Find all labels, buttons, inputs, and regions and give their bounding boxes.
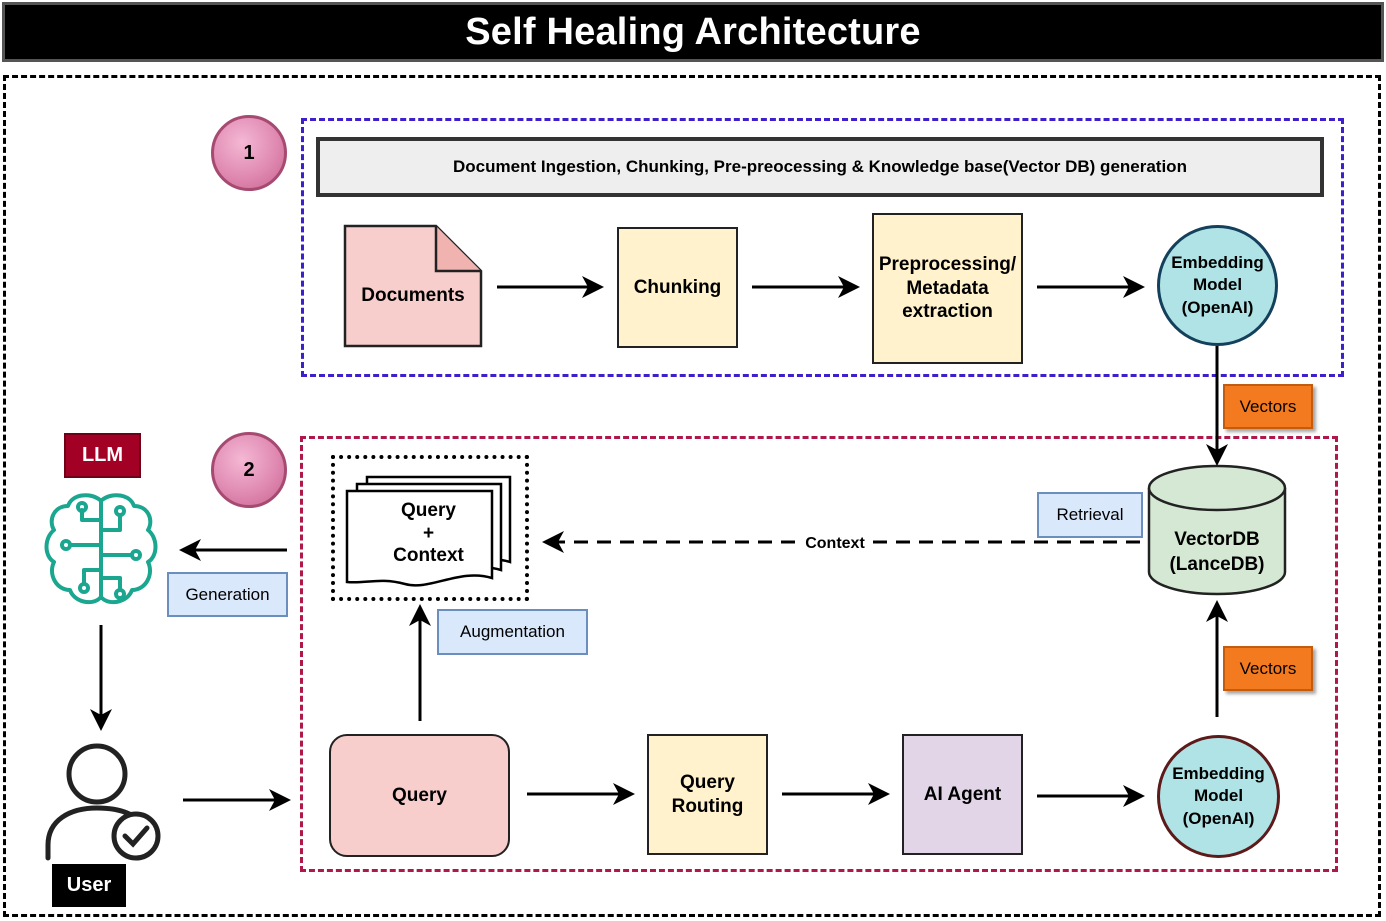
outer-frame: [3, 75, 1381, 917]
llm-label-text: LLM: [81, 444, 124, 466]
vectors-tag-top-label: Vectors: [1239, 396, 1297, 416]
user-label-text: User: [66, 874, 112, 896]
section2-badge-number: 2: [243, 458, 255, 481]
section2-badge: 2: [211, 432, 287, 508]
embedding-model-top: Embedding Model (OpenAI): [1157, 225, 1278, 346]
embedding-top-line1: Embedding: [1171, 253, 1264, 273]
documents-node: Documents: [345, 266, 481, 326]
generation-tag: Generation: [167, 572, 288, 617]
section2-frame: [300, 436, 1338, 872]
ingestion-banner-text: Document Ingestion, Chunking, Pre-preoce…: [453, 157, 1187, 176]
section1-frame: [301, 118, 1344, 377]
vectors-tag-top: Vectors: [1223, 384, 1313, 429]
preprocessing-label-line1: Preprocessing/: [878, 253, 1017, 275]
vectordb-label-line1: VectorDB: [1174, 529, 1260, 551]
ai-agent-node: AI Agent: [902, 734, 1023, 855]
retrieval-label: Retrieval: [1056, 505, 1124, 524]
augmentation-label: Augmentation: [460, 622, 565, 641]
documents-label: Documents: [361, 285, 465, 306]
retrieval-tag: Retrieval: [1037, 492, 1143, 538]
ingestion-banner: Document Ingestion, Chunking, Pre-preoce…: [316, 137, 1324, 197]
documents-shape: [343, 224, 483, 348]
llm-label: LLM: [64, 433, 141, 478]
vectors-tag-bottom: Vectors: [1223, 646, 1313, 691]
section1-badge-number: 1: [243, 141, 255, 164]
embedding-bottom-line2: Model: [1193, 786, 1244, 806]
embedding-bottom-line3: (OpenAI): [1182, 808, 1255, 828]
query-context-line3: Context: [393, 545, 464, 567]
query-routing-line2: Routing: [671, 795, 744, 817]
preprocessing-label-line3: extraction: [902, 301, 993, 323]
query-context-line2: +: [422, 522, 435, 544]
user-label: User: [52, 864, 126, 907]
section1-badge: 1: [211, 115, 287, 191]
query-routing-line1: Query: [680, 771, 735, 793]
vectors-tag-bottom-label: Vectors: [1239, 658, 1297, 678]
ai-agent-label: AI Agent: [923, 783, 1002, 805]
context-label: Context: [800, 534, 870, 554]
embedding-top-line2: Model: [1192, 275, 1243, 295]
query-context-node: Query + Context: [347, 494, 510, 574]
title-bar: Self Healing Architecture: [2, 2, 1384, 62]
query-node: Query: [329, 734, 510, 857]
embedding-model-bottom: Embedding Model (OpenAI): [1157, 735, 1280, 858]
query-context-line1: Query: [401, 499, 456, 521]
vectordb-label-line2: (LanceDB): [1169, 554, 1265, 575]
preprocessing-label-line2: Metadata: [906, 277, 989, 299]
database-cylinder-icon: [1147, 464, 1287, 596]
query-context-frame: [331, 455, 529, 601]
brain-circuit-icon: [44, 493, 158, 605]
page-title: Self Healing Architecture: [465, 10, 921, 53]
augmentation-tag: Augmentation: [437, 609, 588, 655]
user-check-icon: [45, 743, 161, 861]
vectordb-node: VectorDB (LanceDB): [1149, 512, 1285, 594]
chunking-node: Chunking: [617, 227, 738, 348]
context-label-text: Context: [805, 535, 865, 552]
generation-label: Generation: [185, 584, 270, 604]
preprocessing-node: Preprocessing/ Metadata extraction: [872, 213, 1023, 364]
chunking-label: Chunking: [633, 276, 722, 298]
query-routing-node: Query Routing: [647, 734, 768, 855]
stacked-documents-icon: [345, 475, 512, 587]
query-label: Query: [392, 784, 447, 806]
embedding-top-line3: (OpenAI): [1181, 297, 1254, 317]
embedding-bottom-line1: Embedding: [1172, 764, 1265, 784]
